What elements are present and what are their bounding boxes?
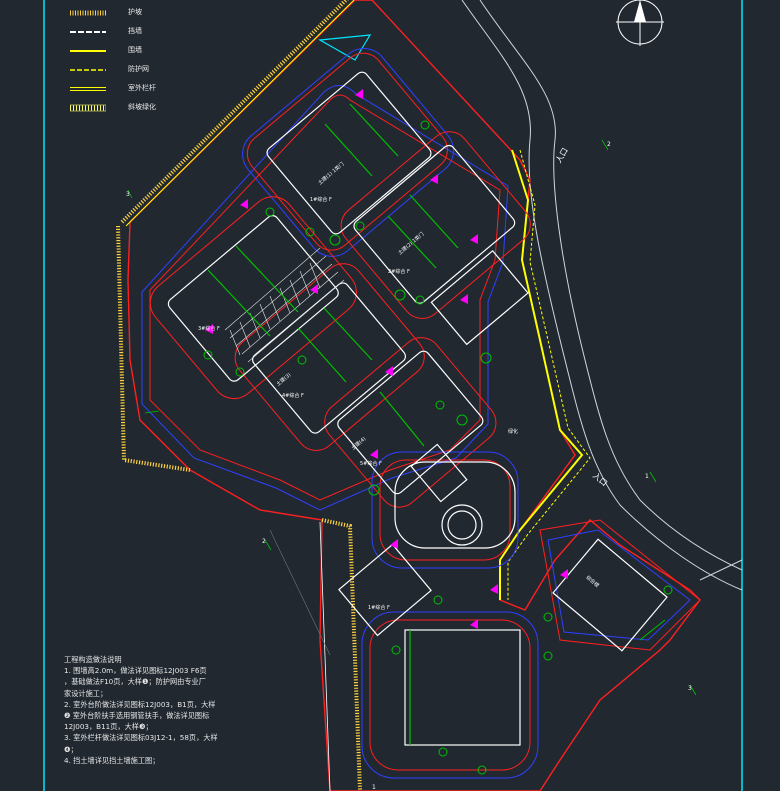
building-9 — [552, 538, 668, 652]
dash-line-icon — [70, 31, 106, 33]
section-leaders — [127, 139, 697, 696]
notes-title: 工程构造做法说明 — [64, 655, 122, 664]
solid-line-icon — [70, 50, 106, 52]
green-circles — [203, 120, 673, 775]
section-mark-labels: 3 2 2 1 3 1 — [126, 141, 692, 791]
legend: 护坡 挡墙 围墙 防护网 室外栏杆 斜坡绿化 — [70, 6, 190, 120]
buildings — [167, 71, 668, 746]
building-2 — [353, 144, 516, 304]
road-edge-inner — [461, 0, 743, 591]
legend-label: 围墙 — [128, 46, 142, 54]
sports-court — [394, 461, 516, 549]
notes-line: ❷ 室外台阶扶手选用钢管扶手，做法详见图标 — [64, 711, 210, 721]
construction-notes: 工程构造做法说明 1. 围墙高2.0m，做法详见图标12J003 F6页 ，基础… — [64, 654, 304, 766]
legend-item: 室外栏杆 — [70, 82, 190, 101]
section-mark: 1 — [645, 473, 649, 480]
legend-item: 防护网 — [70, 63, 190, 82]
building-6 — [430, 249, 529, 346]
stair-hatch — [224, 247, 345, 363]
building-4 — [251, 282, 407, 434]
building-label: 4#综合 F — [282, 393, 304, 399]
building-8 — [404, 629, 521, 746]
leader-line — [639, 619, 666, 641]
west-slope-hatch — [120, 0, 349, 224]
guide-line — [269, 529, 331, 656]
legend-item: 斜坡绿化 — [70, 101, 190, 120]
section-mark: 2 — [607, 141, 611, 148]
notes-line: ，基础做法F10页，大样❶；防护网由专业厂 — [64, 677, 206, 687]
section-mark: 3 — [126, 191, 130, 198]
north-cyan-zone — [318, 34, 372, 61]
legend-label: 护坡 — [128, 8, 142, 16]
building-label: 1#综合 F — [368, 605, 390, 611]
legend-label: 室外栏杆 — [128, 84, 156, 92]
section-mark: 3 — [688, 685, 692, 692]
notes-line: 家设计施工； — [64, 688, 108, 698]
legend-label: 斜坡绿化 — [128, 103, 156, 111]
building-5 — [337, 350, 484, 495]
legend-item: 挡墙 — [70, 25, 190, 44]
hatch-band-icon — [70, 104, 106, 112]
notes-line: 12J003，B11页，大样❸； — [64, 722, 153, 732]
north-arrow-icon — [616, 0, 664, 46]
green-dividers — [207, 103, 459, 745]
building-label: 3#综合 F — [198, 326, 220, 332]
section-mark: 1 — [372, 784, 376, 791]
section-mark: 2 — [262, 538, 266, 545]
building-7 — [338, 543, 432, 637]
round-pavilion — [441, 504, 483, 546]
legend-item: 护坡 — [70, 6, 190, 25]
road-edge-east — [699, 559, 743, 581]
legend-label: 防护网 — [128, 65, 149, 73]
legend-label: 挡墙 — [128, 27, 142, 35]
south-retaining-line — [319, 521, 331, 791]
dash-line-icon — [70, 69, 106, 71]
notes-line: 1. 围墙高2.0m，做法详见图标12J003 F6页 — [64, 666, 207, 676]
kiosk — [410, 443, 468, 503]
internal-roads — [141, 48, 701, 779]
notes-line: 3. 室外栏杆做法详见图标03J12-1，58页，大样 — [64, 733, 218, 743]
double-line-icon — [70, 87, 106, 91]
notes-line: 2. 室外台阶做法详见图标12J003，B1页，大样 — [64, 699, 216, 709]
building-label: 绿化 — [508, 429, 519, 435]
east-fence — [507, 149, 591, 600]
building-label: 2#综合 F — [388, 269, 410, 275]
building-3 — [167, 215, 339, 382]
building-1 — [266, 71, 432, 235]
road-edge-outer — [479, 0, 743, 571]
building-label: 5#综合 F — [360, 461, 382, 467]
hatch-line-icon — [70, 10, 106, 16]
notes-line: 4. 挡土墙详见挡土墙施工图； — [64, 755, 160, 765]
building-label: 1#综合 F — [310, 197, 332, 203]
east-wall — [499, 149, 584, 600]
south-slope-hatch — [321, 518, 362, 791]
legend-item: 围墙 — [70, 44, 190, 63]
west-wall-line — [125, 0, 355, 227]
magenta-markers — [205, 89, 568, 629]
notes-line: ❹； — [64, 744, 78, 754]
